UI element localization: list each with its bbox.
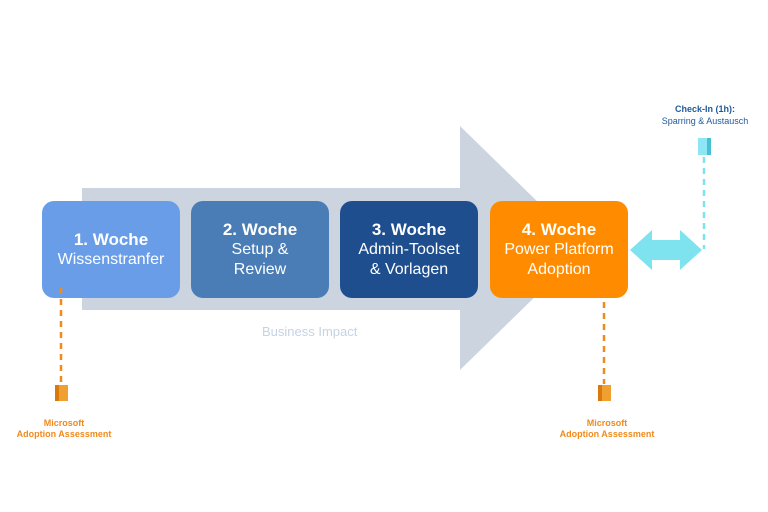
big-arrow-shape	[82, 126, 585, 370]
week-4-text: Power Platform Adoption	[504, 240, 614, 278]
assessment-right-label: Microsoft Adoption Assessment	[559, 418, 655, 439]
week-2-text: Setup & Review	[231, 240, 289, 278]
checkin-subtitle: Sparring & Austausch	[661, 116, 749, 126]
business-impact-label: Business Impact	[262, 324, 358, 339]
week-2-box: 2. Woche Setup & Review	[191, 201, 329, 298]
week-1-text: Wissenstranfer	[57, 250, 165, 268]
week-1-box: 1. Woche Wissenstranfer	[42, 201, 180, 298]
assessment-left-label: Microsoft Adoption Assessment	[16, 418, 112, 439]
week-2-title: 2. Woche	[222, 219, 298, 239]
week-3-text: Admin-Toolset & Vorlagen	[358, 240, 460, 278]
week-1-title: 1. Woche	[73, 229, 149, 249]
week-4-title: 4. Woche	[521, 219, 597, 239]
checkin-title: Check-In (1h):	[674, 104, 735, 114]
week-3-title: 3. Woche	[371, 219, 447, 239]
double-arrow-icon	[630, 230, 702, 270]
week-4-box: 4. Woche Power Platform Adoption	[490, 201, 628, 298]
week-3-box: 3. Woche Admin-Toolset & Vorlagen	[340, 201, 478, 298]
